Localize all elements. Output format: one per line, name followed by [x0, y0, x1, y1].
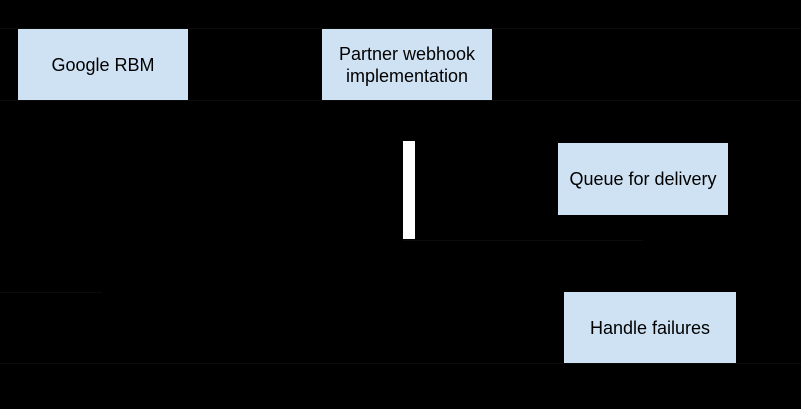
actor-label-partner-webhook: Partner webhook implementation	[338, 43, 476, 86]
note-label-queue-for-delivery: Queue for delivery	[569, 169, 717, 189]
faint-line-arrow-mid	[403, 240, 643, 241]
note-box-handle-failures: Handle failures	[564, 292, 736, 363]
activation-bar	[403, 141, 415, 239]
actor-box-google-rbm: Google RBM	[18, 29, 188, 100]
faint-line-header-top	[0, 28, 801, 29]
faint-line-failures-top	[0, 292, 102, 293]
actor-box-partner-webhook: Partner webhook implementation	[322, 29, 492, 100]
note-label-handle-failures: Handle failures	[589, 317, 711, 338]
faint-line-failures-bottom	[0, 363, 801, 364]
actor-label-google-rbm: Google RBM	[51, 54, 155, 75]
faint-line-header-bottom	[0, 100, 801, 101]
note-box-queue-for-delivery: Queue for delivery	[558, 143, 728, 215]
